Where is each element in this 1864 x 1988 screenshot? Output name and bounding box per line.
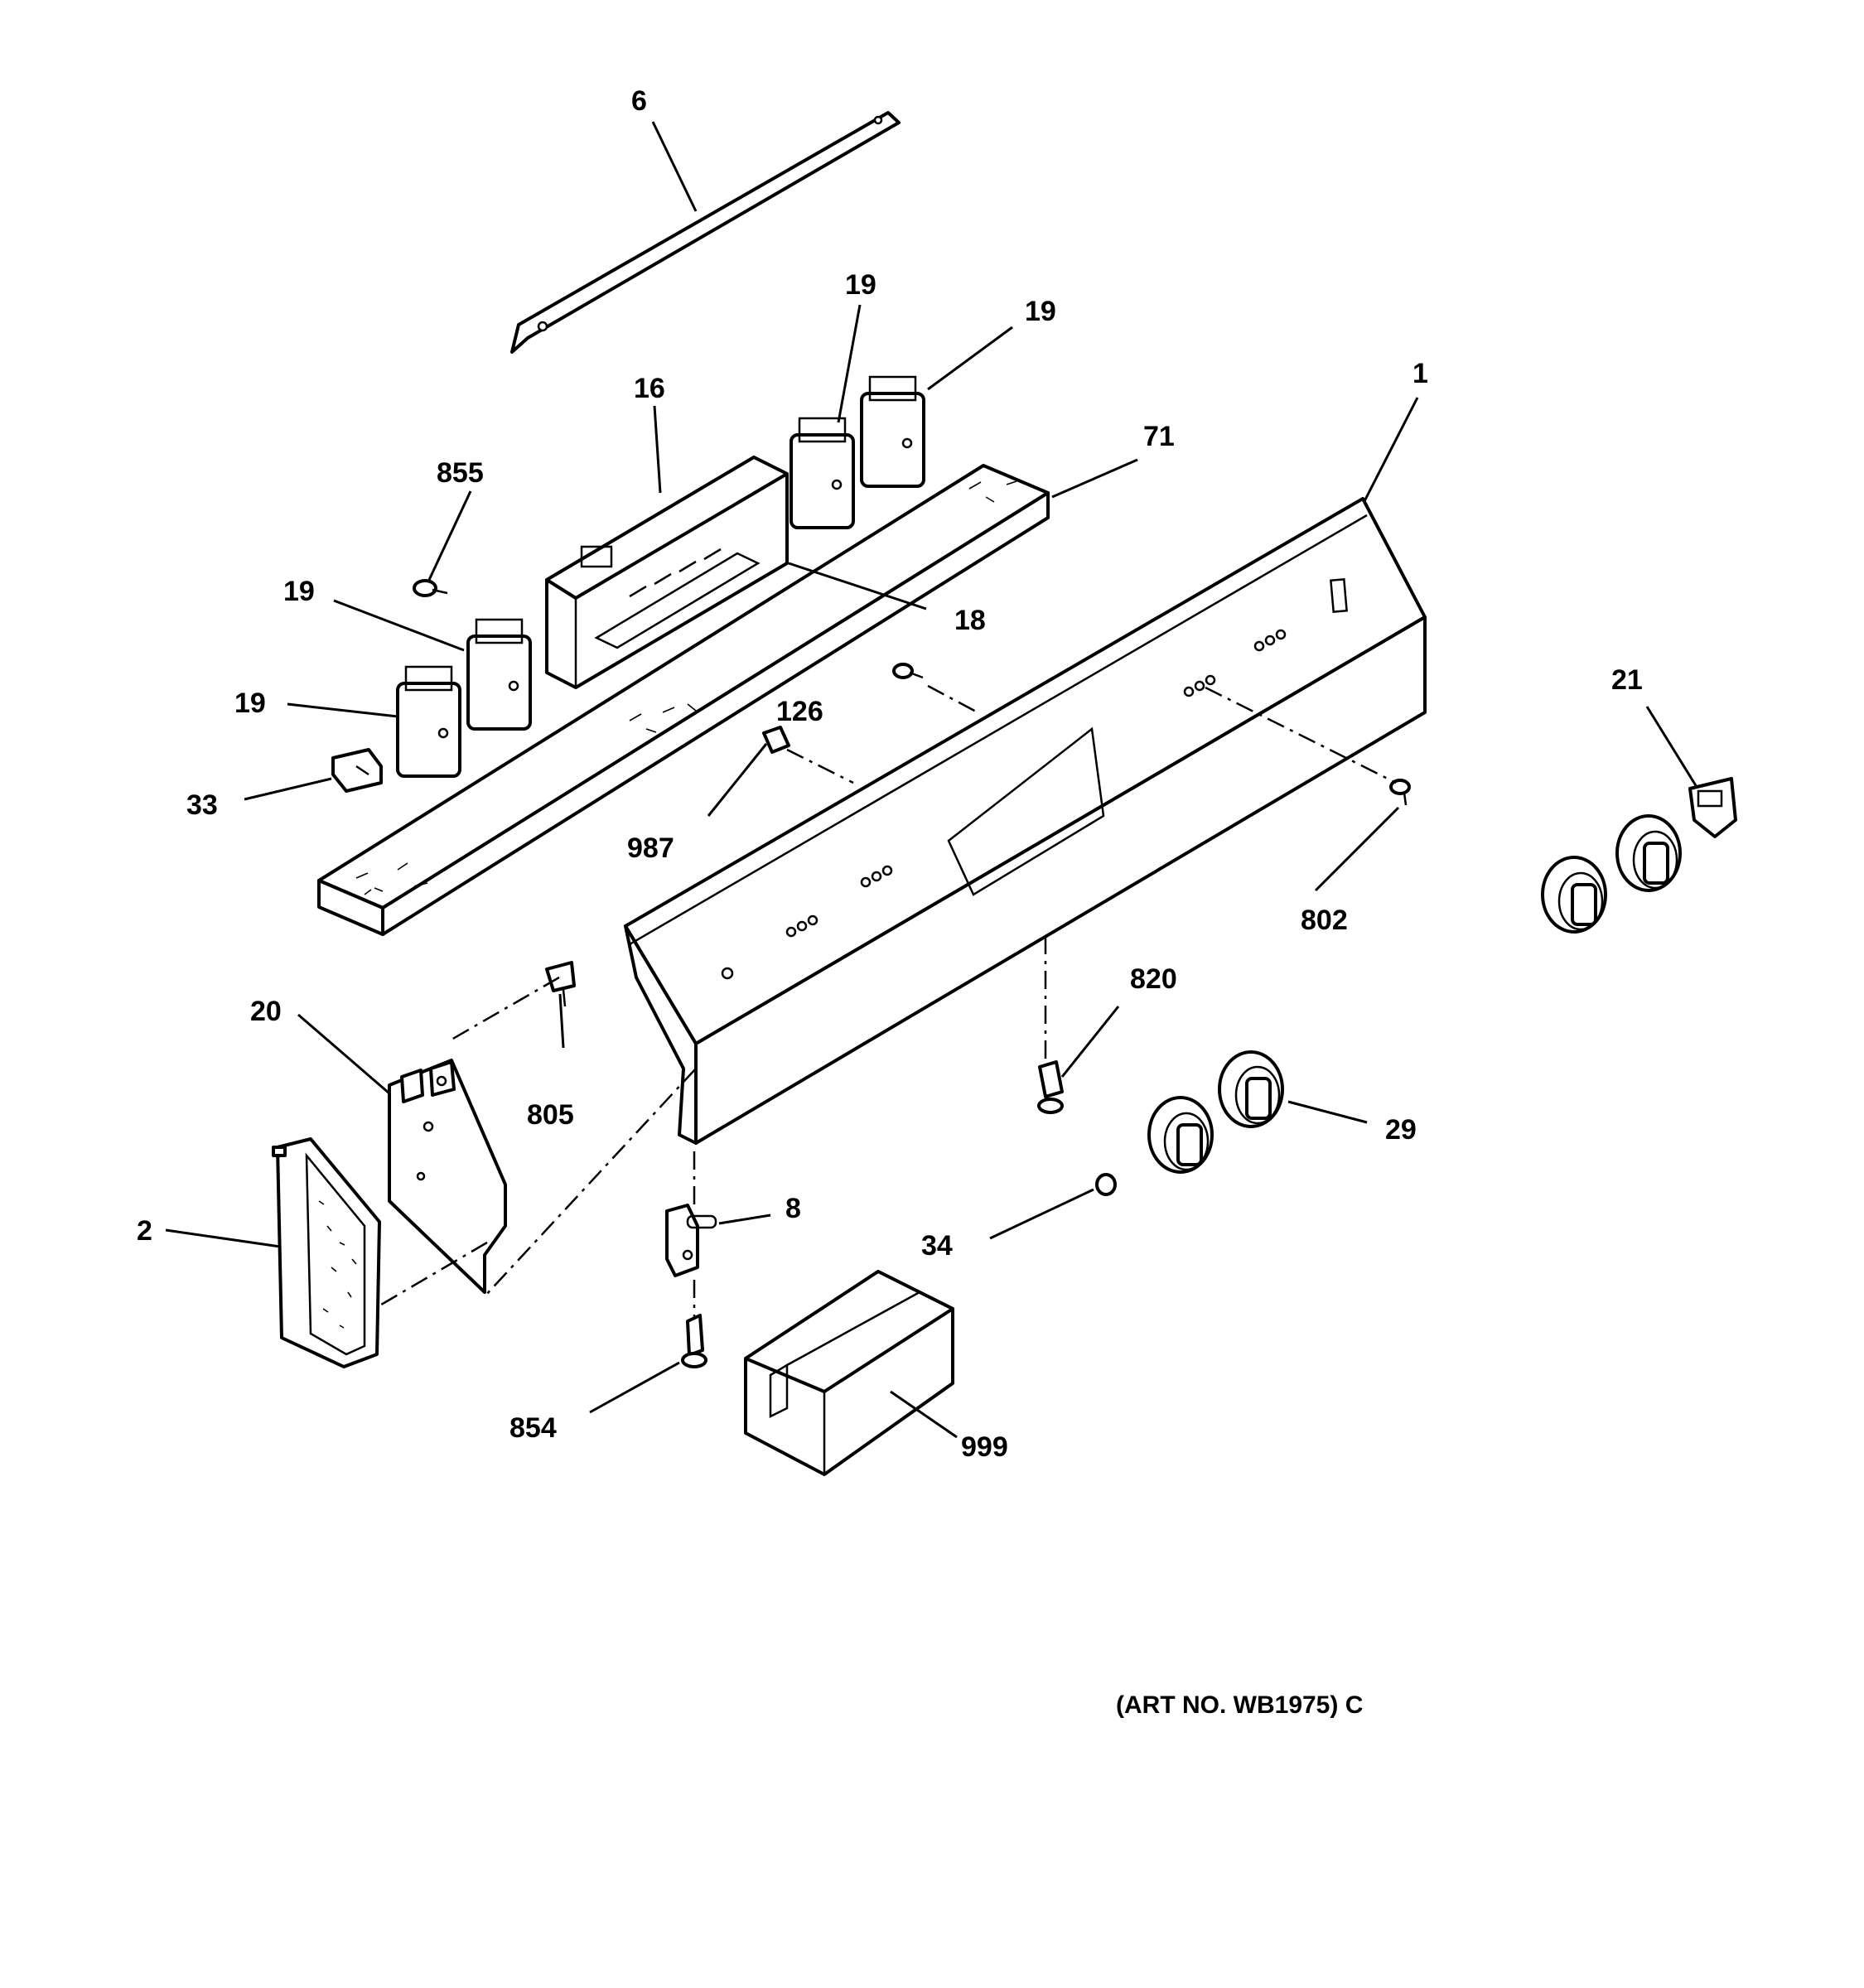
callout-19: 19 xyxy=(283,576,315,607)
part-2-end-cap xyxy=(272,1137,381,1368)
part-71-insulation-bar xyxy=(317,464,1050,936)
callout-999: 999 xyxy=(961,1431,1008,1463)
callout-18: 18 xyxy=(954,605,986,636)
part-126-screw xyxy=(892,663,924,679)
art-number: (ART NO. WB1975) C xyxy=(1116,1691,1363,1719)
part-802-screw xyxy=(1389,779,1411,806)
leader-lines xyxy=(165,121,1698,1439)
part-20-bracket xyxy=(388,1059,507,1294)
part-6-trim-strip xyxy=(510,111,901,354)
callout-19: 19 xyxy=(234,688,266,719)
callout-855: 855 xyxy=(437,457,484,489)
part-855-screw xyxy=(413,579,448,597)
callout-805: 805 xyxy=(527,1099,574,1131)
part-19-switch xyxy=(466,618,532,731)
callout-71: 71 xyxy=(1143,421,1175,452)
part-854-screw xyxy=(681,1314,707,1368)
part-33-switch xyxy=(331,748,383,793)
part-805-screw xyxy=(545,961,576,1007)
part-29-knob xyxy=(1147,1096,1214,1174)
part-8-bracket xyxy=(665,1204,717,1277)
callouts: 6 19 19 16 71 1 855 18 19 19 126 33 987 … xyxy=(137,85,1643,1463)
callout-802: 802 xyxy=(1301,905,1348,936)
callout-126: 126 xyxy=(776,696,823,727)
callout-6: 6 xyxy=(631,85,647,117)
knob xyxy=(1615,814,1682,892)
part-820-screw xyxy=(1037,1060,1064,1114)
callout-29: 29 xyxy=(1385,1114,1417,1146)
callout-2: 2 xyxy=(137,1215,152,1247)
part-987-clip xyxy=(762,726,790,754)
part-16-electronic-control xyxy=(545,456,789,689)
callout-21: 21 xyxy=(1611,664,1643,696)
callout-34: 34 xyxy=(921,1230,953,1262)
callout-33: 33 xyxy=(186,789,218,821)
part-19-switch xyxy=(790,417,855,529)
knob xyxy=(1541,856,1607,934)
callout-854: 854 xyxy=(509,1412,557,1444)
part-999-box xyxy=(744,1270,954,1476)
callout-20: 20 xyxy=(250,996,282,1027)
part-1-backsplash-panel xyxy=(624,497,1427,1145)
part-19-switch xyxy=(860,375,925,488)
callout-1: 1 xyxy=(1412,358,1428,389)
part-21-switch xyxy=(1688,777,1737,838)
callout-19: 19 xyxy=(1025,296,1056,327)
part-29-knob xyxy=(1218,1050,1284,1128)
assembly-lines xyxy=(376,684,1397,1317)
callout-820: 820 xyxy=(1130,963,1177,995)
callout-19: 19 xyxy=(845,269,876,301)
callout-16: 16 xyxy=(634,373,665,404)
part-34-insert xyxy=(1095,1173,1117,1196)
callout-987: 987 xyxy=(627,832,674,864)
callout-8: 8 xyxy=(785,1193,801,1224)
part-19-switch xyxy=(396,665,461,778)
